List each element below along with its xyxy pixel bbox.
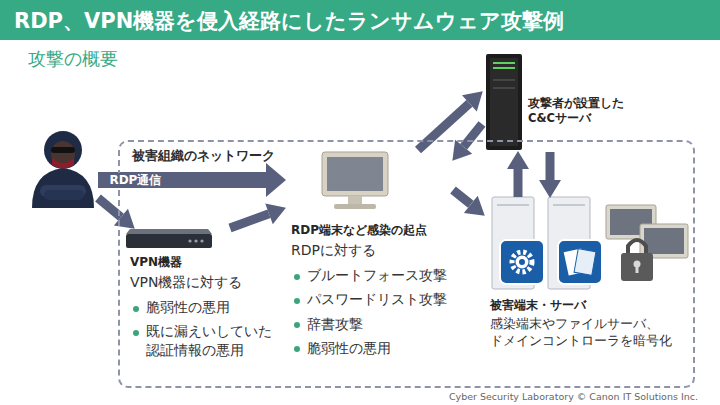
head-text: VPN機器	[130, 254, 274, 270]
bul-text: 脆弱性の悪用	[291, 339, 449, 357]
bul-text: 脆弱性の悪用	[130, 298, 274, 316]
rdp-monitor	[327, 157, 383, 191]
victim-pcs	[644, 228, 684, 254]
vpn-device	[126, 234, 212, 248]
vpn-device	[188, 239, 191, 242]
title-text: RDP、VPN機器を侵入経路にしたランサムウェア攻撃例	[14, 7, 564, 35]
connector-arrow	[453, 190, 471, 204]
body-text: 感染端末やファイルサーバ、 ドメインコントローラを暗号化	[490, 316, 686, 350]
edge-label: RDP通信	[106, 173, 164, 187]
attacker-figure	[44, 131, 82, 169]
cc-server	[493, 79, 515, 81]
victim-servers	[497, 204, 529, 206]
victim-pcs	[636, 265, 639, 273]
attacker-figure	[32, 168, 94, 208]
vpn-device	[200, 239, 203, 242]
attacker-figure	[51, 147, 75, 153]
bul-text: 既に漏えいしていた 認証情報の悪用	[130, 322, 274, 358]
cc-server	[493, 67, 515, 69]
head-text: 被害端末・サーバ	[490, 297, 686, 313]
vpn-device-box: VPN機器 VPN機器に対する脆弱性の悪用既に漏えいしていた 認証情報の悪用	[124, 228, 278, 363]
rdp-monitor	[348, 196, 362, 204]
cc-server	[486, 54, 522, 150]
bul-text: パスワードリスト攻撃	[291, 290, 449, 308]
victim-pcs	[606, 205, 688, 281]
vpn-device	[194, 239, 197, 242]
vpn-device	[126, 229, 212, 234]
cc-text: 攻撃者が設置した C&Cサーバ	[528, 96, 628, 126]
vpn-device	[126, 229, 212, 248]
cc-server	[493, 62, 515, 64]
victim-pcs	[621, 253, 653, 281]
cc-server	[490, 58, 518, 146]
rdp-monitor	[322, 152, 388, 196]
subtitle: 攻撃の概要	[28, 47, 118, 71]
victim-box: 被害端末・サーバ感染端末やファイルサーバ、 ドメインコントローラを暗号化	[484, 197, 692, 364]
attacker-figure	[52, 158, 74, 169]
victim-servers	[574, 249, 596, 276]
bul-text: ブルートフォース攻撃	[291, 266, 449, 284]
network-region: 被害組織のネットワークVPN機器VPN機器に対する脆弱性の悪用既に漏えいしていた…	[118, 140, 695, 388]
head-text: RDP端末など感染の起点	[291, 222, 449, 238]
connector-arrow	[230, 214, 269, 228]
victim-servers	[553, 204, 585, 206]
cc-server	[486, 54, 522, 150]
sub-text: VPN機器に対する	[130, 273, 274, 292]
copyright-note: Cyber Security Laboratory © Canon IT Sol…	[449, 391, 698, 402]
attacker-figure	[32, 131, 94, 208]
victim-servers	[512, 252, 532, 272]
attacker-figure	[44, 190, 84, 200]
cc-server-box: 攻撃者が設置した C&Cサーバ	[482, 52, 632, 152]
rdp-monitor	[334, 204, 376, 209]
victim-pcs	[628, 240, 646, 254]
victim-servers	[492, 197, 602, 289]
victim-servers	[519, 259, 525, 265]
region-text: 被害組織のネットワーク	[132, 148, 681, 165]
sub-text: RDPに対する	[291, 241, 449, 260]
connector-arrow	[514, 169, 523, 197]
attacker-figure	[28, 126, 98, 208]
victim-servers	[500, 240, 544, 284]
title-band	[0, 0, 720, 40]
rdp-terminal-box: RDP端末など感染の起点 RDPに対するブルートフォース攻撃パスワードリスト攻撃辞…	[285, 150, 453, 366]
connector-arrow	[546, 152, 555, 180]
title-band	[0, 0, 720, 40]
rdp-monitor	[322, 152, 388, 209]
victim-servers	[558, 240, 602, 284]
bul-text: 辞書攻撃	[291, 315, 449, 333]
connector-arrow	[98, 172, 266, 188]
victim-servers	[516, 256, 529, 269]
connector-arrow	[464, 124, 482, 147]
cc-server	[493, 87, 515, 89]
